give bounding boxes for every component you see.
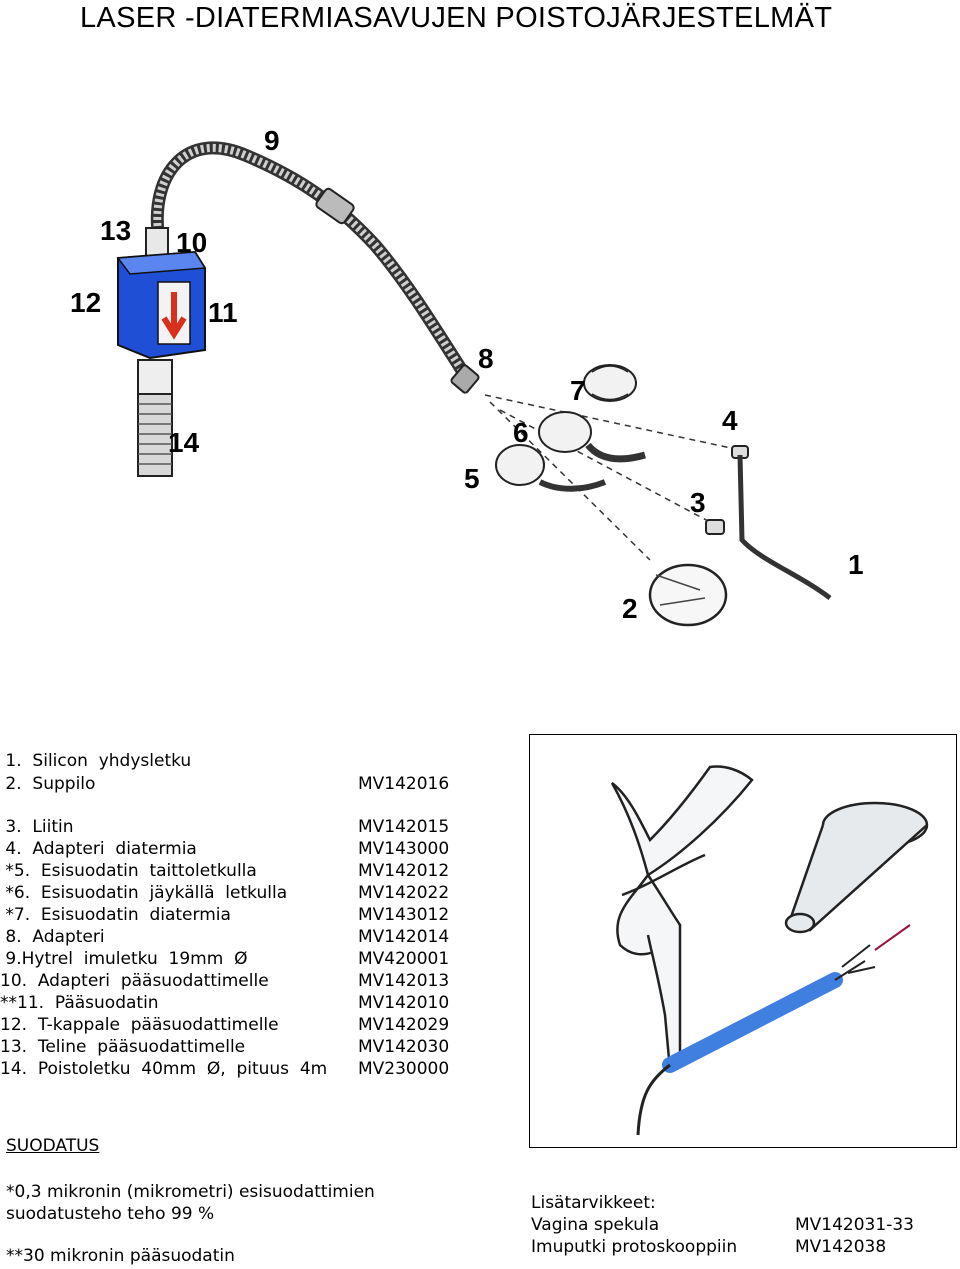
- suction-tube: [636, 924, 911, 1136]
- diagram-label: 9: [264, 125, 280, 156]
- accessories-list: Lisätarvikkeet: Vagina spekula MV142031-…: [531, 1192, 951, 1258]
- diagram-label: 8: [478, 343, 494, 374]
- diagram-label: 2: [622, 593, 638, 624]
- diagram-label: 5: [464, 463, 480, 494]
- vaginal-speculum: [610, 765, 754, 1072]
- diagram-label: 13: [100, 215, 131, 246]
- diagram-label: 11: [208, 297, 238, 328]
- accessory-name: Vagina spekula: [531, 1215, 660, 1235]
- diagram-label: 14: [168, 427, 200, 458]
- diagram-label: 4: [722, 405, 738, 436]
- exploded-diagram: 1 2 3 4 5 6 7 8 9 10 11 12 13 14: [70, 125, 864, 627]
- accessory-code: MV142038: [795, 1237, 887, 1257]
- accessory-row: Vagina spekula MV142031-33: [531, 1214, 951, 1236]
- silicone-tube: [737, 454, 832, 600]
- diagram-label: 6: [513, 417, 529, 448]
- page-title: LASER -DIATERMIASAVUJEN POISTOJÄRJESTELM…: [80, 2, 833, 34]
- diagram-label: 7: [570, 375, 586, 406]
- diagram-label: 12: [70, 287, 101, 318]
- accessories-heading: Lisätarvikkeet:: [531, 1193, 656, 1213]
- prefilter-note-line2: suodatusteho teho 99 %: [6, 1204, 215, 1224]
- main-filter-note: **30 mikronin pääsuodatin: [6, 1246, 235, 1266]
- prefilter-note-line1: *0,3 mikronin (mikrometri) esisuodattimi…: [6, 1182, 375, 1202]
- funnel-drawing: [784, 801, 929, 934]
- diagram-label: 1: [848, 549, 864, 580]
- accessory-name: Imuputki protoskooppiin: [531, 1237, 738, 1257]
- flow-arrow: [161, 292, 187, 340]
- accessory-row: Imuputki protoskooppiin MV142038: [531, 1236, 951, 1258]
- accessories-illustration: [529, 734, 957, 1148]
- diagram-label: 3: [690, 487, 706, 518]
- filtration-heading: SUODATUS: [6, 1136, 100, 1156]
- accessory-code: MV142031-33: [795, 1215, 914, 1235]
- diagram-label: 10: [176, 227, 207, 258]
- accessories-drawing: [610, 765, 929, 1136]
